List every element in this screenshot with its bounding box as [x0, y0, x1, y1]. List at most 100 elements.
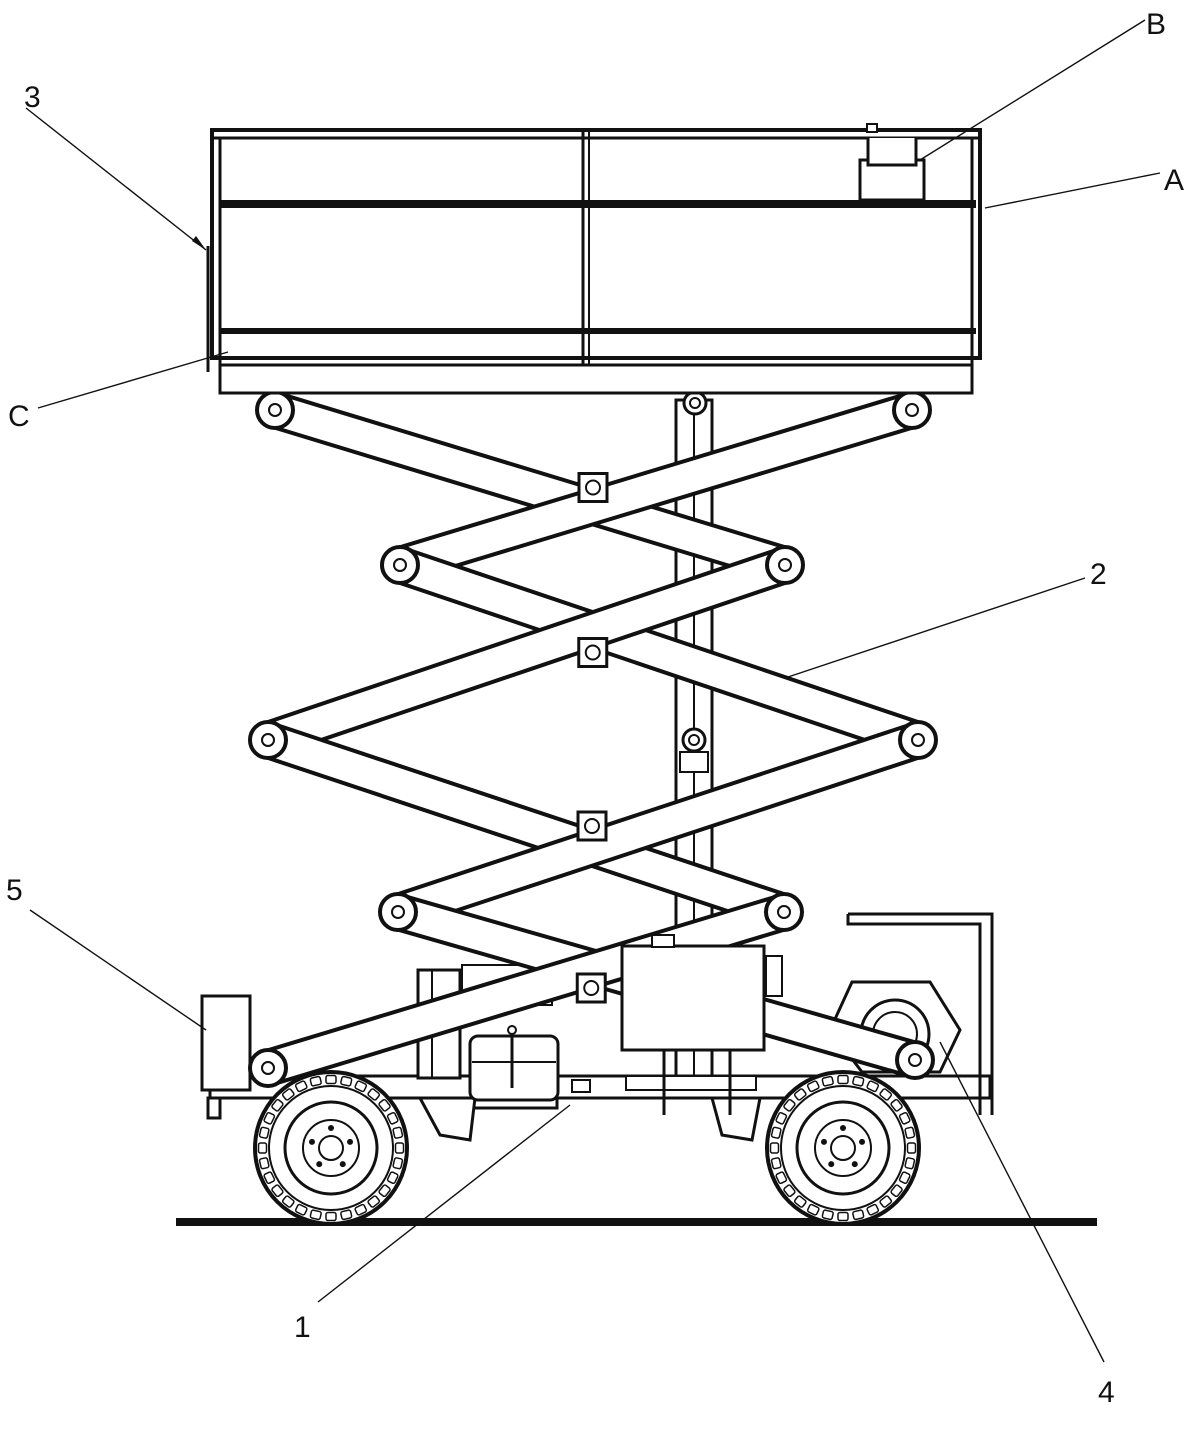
lug-nut: [820, 1138, 827, 1145]
tread-lug: [775, 1171, 788, 1185]
tread-lug: [837, 1074, 849, 1085]
tread-lug: [769, 1142, 780, 1154]
tread-lug: [294, 1080, 308, 1093]
tread-lug: [866, 1203, 880, 1216]
lug-nut: [347, 1138, 354, 1145]
lug-nut: [840, 1125, 846, 1131]
tread-lug: [258, 1126, 270, 1139]
wheel-left: [253, 1070, 409, 1226]
tread-lug: [852, 1209, 865, 1221]
tread-lug: [271, 1184, 284, 1198]
arm-pin: [777, 905, 791, 919]
hub-center: [318, 1135, 344, 1161]
tread-lug: [783, 1184, 796, 1198]
lug-nut: [859, 1138, 866, 1145]
arm-pin: [778, 558, 792, 572]
pivot-pin: [583, 980, 600, 996]
pivot-pin: [584, 818, 600, 834]
arm-pin: [908, 1053, 922, 1067]
tire-inner: [268, 1085, 394, 1211]
tread-lug: [354, 1080, 368, 1093]
lug-nut: [339, 1161, 346, 1168]
tread-lug: [378, 1098, 391, 1112]
tire-inner: [780, 1085, 906, 1211]
label-3: 3: [24, 81, 41, 114]
tread-lug: [392, 1157, 404, 1170]
arm-pin: [261, 733, 275, 747]
arm-pin: [393, 558, 407, 572]
tread-lug: [793, 1195, 807, 1208]
tread-lug: [394, 1142, 405, 1154]
ground-control-box: [200, 994, 252, 1092]
tread-lug: [309, 1209, 322, 1221]
lug-nut: [308, 1138, 315, 1145]
label-B: B: [1146, 8, 1166, 41]
label-4: 4: [1098, 1376, 1115, 1409]
tread-lug: [898, 1171, 911, 1185]
tread-lug: [793, 1088, 807, 1101]
tread-lug: [378, 1184, 391, 1198]
lug-nut: [828, 1161, 835, 1168]
tread-lug: [770, 1157, 782, 1170]
tread-lug: [325, 1074, 337, 1085]
battery-box: [468, 1025, 560, 1102]
tread-lug: [281, 1195, 295, 1208]
tread-lug: [821, 1209, 834, 1221]
leader-lines: [25, 19, 1161, 1363]
tread-lug: [890, 1184, 903, 1198]
tread-lug: [325, 1211, 337, 1222]
tread-lug: [806, 1203, 820, 1216]
lug-nut: [316, 1161, 323, 1168]
tread-lug: [309, 1075, 322, 1087]
tread-lug: [340, 1075, 353, 1087]
tread-lug: [340, 1209, 353, 1221]
lug-nut: [328, 1125, 334, 1131]
tread-lug: [898, 1111, 911, 1125]
lower-rail: [220, 328, 976, 334]
platform: [206, 123, 982, 395]
tread-lug: [263, 1111, 276, 1125]
tread-lug: [806, 1080, 820, 1093]
arm-pin: [268, 403, 282, 417]
label-A: A: [1164, 164, 1184, 197]
label-5: 5: [6, 874, 23, 907]
tread-lug: [890, 1098, 903, 1112]
label-2: 2: [1090, 558, 1107, 591]
tread-lug: [837, 1211, 849, 1222]
lug-nut: [851, 1161, 858, 1168]
pivot-pin: [584, 644, 601, 661]
tread-lug: [386, 1111, 399, 1125]
tread-lug: [367, 1195, 381, 1208]
tread-lug: [271, 1098, 284, 1112]
center-pivot: [577, 637, 609, 668]
mid-rail: [220, 200, 976, 208]
arm-pin: [911, 733, 925, 747]
label-C: C: [8, 400, 30, 433]
tread-lug: [904, 1157, 916, 1170]
tread-lug: [392, 1126, 404, 1139]
tread-lug: [770, 1126, 782, 1139]
center-pivot: [577, 472, 609, 503]
arm-pin: [261, 1061, 275, 1075]
pivot-pin: [585, 479, 601, 496]
tread-lug: [906, 1142, 917, 1154]
ground-line: [176, 1218, 1097, 1226]
tread-lug: [852, 1075, 865, 1087]
tread-lug: [386, 1171, 399, 1185]
scissor-arms: [248, 390, 938, 1088]
wheel-right: [765, 1070, 921, 1226]
tread-lug: [821, 1075, 834, 1087]
tread-lug: [281, 1088, 295, 1101]
arm-pin: [391, 905, 405, 919]
tread-lug: [879, 1195, 893, 1208]
hydraulic-box: [620, 934, 783, 1052]
tread-lug: [258, 1157, 270, 1170]
tread-lug: [879, 1088, 893, 1101]
arm-pin: [905, 403, 919, 417]
tread-lug: [294, 1203, 308, 1216]
tread-lug: [257, 1142, 268, 1154]
tread-lug: [866, 1080, 880, 1093]
hub-center: [830, 1135, 856, 1161]
